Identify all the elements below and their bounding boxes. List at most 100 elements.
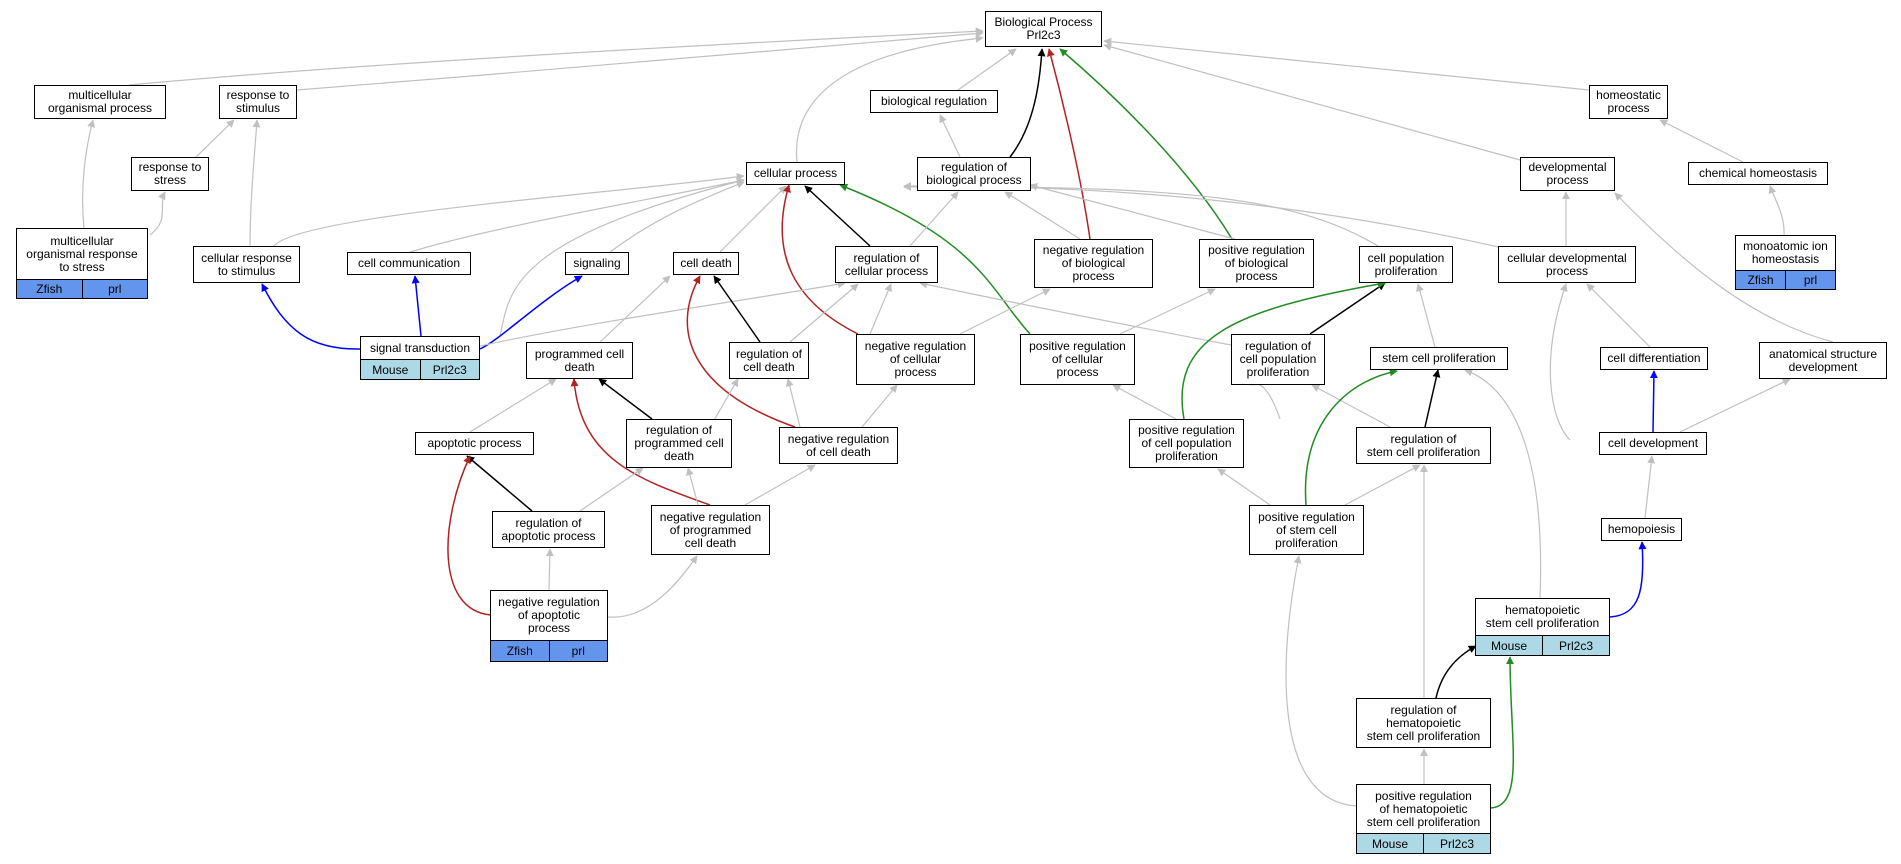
node-regulation-of-stem-cell-proliferation[interactable]: regulation of stem cell proliferation xyxy=(1356,427,1491,464)
edge-39 xyxy=(959,288,1051,335)
edge-32 xyxy=(479,275,583,350)
edge-52 xyxy=(570,378,711,506)
node-negative-regulation-of-cell-death[interactable]: negative regulation of cell death xyxy=(779,427,898,464)
node-cellular-developmental-process[interactable]: cellular developmental process xyxy=(1498,246,1636,283)
node-homeostatic-process[interactable]: homeostatic process xyxy=(1589,85,1668,119)
node-cellular-process[interactable]: cellular process xyxy=(746,162,845,185)
node-signal-transduction[interactable]: signal transduction xyxy=(360,336,480,359)
edge-4 xyxy=(195,119,235,158)
edge-47 xyxy=(1549,283,1571,441)
edge-38 xyxy=(869,283,892,335)
gene-tag: Prl2c3 xyxy=(1542,636,1609,655)
edge-58 xyxy=(1311,384,1391,428)
edge-54 xyxy=(785,378,801,428)
annotation-row-mih: Zfish prl xyxy=(1735,270,1836,290)
species-tag: Zfish xyxy=(506,644,533,658)
node-cell-communication[interactable]: cell communication xyxy=(347,252,471,275)
edge-15 xyxy=(1059,48,1233,240)
node-chemical-homeostasis[interactable]: chemical homeostasis xyxy=(1688,162,1828,185)
node-positive-regulation-of-cell-population-proliferation[interactable]: positive regulation of cell population p… xyxy=(1129,419,1244,468)
node-regulation-of-programmed-cell-death[interactable]: regulation of programmed cell death xyxy=(626,419,732,468)
node-negative-regulation-of-programmed-cell-death[interactable]: negative regulation of programmed cell d… xyxy=(651,505,770,555)
node-developmental-process[interactable]: developmental process xyxy=(1520,157,1615,191)
edge-14 xyxy=(1047,48,1091,240)
edge-35 xyxy=(713,275,761,343)
node-monoatomic-ion-homeostasis[interactable]: monoatomic ion homeostasis xyxy=(1735,235,1836,270)
edge-70 xyxy=(545,548,554,591)
node-regulation-of-cell-population-proliferation[interactable]: regulation of cell population proliferat… xyxy=(1231,334,1325,385)
edge-40 xyxy=(1119,288,1216,335)
node-response-to-stress[interactable]: response to stress xyxy=(131,157,209,191)
edge-41 xyxy=(919,280,1232,346)
node-negative-regulation-of-cellular-process[interactable]: negative regulation of cellular process xyxy=(856,334,975,385)
edge-12 xyxy=(1768,185,1785,236)
edge-64 xyxy=(686,467,699,506)
node-multicellular-organismal-process[interactable]: multicellular organismal process xyxy=(34,85,166,119)
edge-49 xyxy=(1614,192,1834,343)
node-negative-regulation-of-apoptotic-process[interactable]: negative regulation of apoptotic process xyxy=(490,590,608,640)
edge-37 xyxy=(789,283,859,343)
node-anatomical-structure-development[interactable]: anatomical structure development xyxy=(1759,342,1887,379)
annotation-row-st: Mouse Prl2c3 xyxy=(360,359,480,380)
node-signaling[interactable]: signaling xyxy=(565,252,629,275)
edge-22 xyxy=(781,184,859,335)
edge-7 xyxy=(249,119,261,247)
node-positive-regulation-of-stem-cell-proliferation[interactable]: positive regulation of stem cell prolife… xyxy=(1249,505,1364,555)
edge-2 xyxy=(957,48,1017,91)
edge-72 xyxy=(1609,541,1647,618)
edge-23 xyxy=(839,183,1031,335)
gene-tag: prl xyxy=(548,641,608,661)
node-apoptotic-process[interactable]: apoptotic process xyxy=(415,432,534,455)
edge-55 xyxy=(861,384,898,428)
node-stem-cell-proliferation[interactable]: stem cell proliferation xyxy=(1370,347,1508,370)
node-regulation-of-apoptotic-process[interactable]: regulation of apoptotic process xyxy=(492,511,605,548)
annotation-row-nrap: Zfish prl xyxy=(490,640,608,662)
node-positive-regulation-of-biological-process[interactable]: positive regulation of biological proces… xyxy=(1199,239,1314,288)
node-programmed-cell-death[interactable]: programmed cell death xyxy=(526,342,633,379)
edge-11 xyxy=(1659,119,1744,163)
node-regulation-of-cellular-process[interactable]: regulation of cellular process xyxy=(835,246,938,283)
node-cell-death[interactable]: cell death xyxy=(673,252,739,275)
species-tag: Mouse xyxy=(372,362,409,377)
node-hematopoietic-stem-cell-proliferation[interactable]: hematopoietic stem cell proliferation xyxy=(1475,598,1610,635)
node-regulation-of-biological-process[interactable]: regulation of biological process xyxy=(917,157,1031,191)
edge-69 xyxy=(1644,455,1656,519)
node-positive-regulation-of-cellular-process[interactable]: positive regulation of cellular process xyxy=(1020,334,1135,385)
edge-63 xyxy=(579,467,644,512)
edge-60 xyxy=(1464,368,1542,599)
node-cell-development[interactable]: cell development xyxy=(1599,432,1707,455)
node-biological-process[interactable]: Biological Process Prl2c3 xyxy=(985,11,1102,47)
edge-10 xyxy=(1103,43,1521,161)
edge-3 xyxy=(1103,37,1590,91)
node-regulation-of-cell-death[interactable]: regulation of cell death xyxy=(729,342,809,379)
edge-76 xyxy=(1490,656,1515,809)
edge-71 xyxy=(607,555,698,618)
node-negative-regulation-of-biological-process[interactable]: negative regulation of biological proces… xyxy=(1034,239,1153,288)
node-response-to-stimulus[interactable]: response to stimulus xyxy=(219,85,297,119)
node-biological-regulation[interactable]: biological regulation xyxy=(870,90,998,113)
edge-74 xyxy=(1435,645,1477,699)
edge-21 xyxy=(804,185,871,247)
annotation-row-hscp: Mouse Prl2c3 xyxy=(1475,635,1610,656)
node-hemopoiesis[interactable]: hemopoiesis xyxy=(1601,518,1682,541)
edge-20 xyxy=(719,185,787,253)
edge-36 xyxy=(686,275,796,428)
edge-34 xyxy=(599,275,671,343)
edge-31 xyxy=(411,275,422,337)
edge-19 xyxy=(609,181,745,253)
edge-33 xyxy=(479,280,846,347)
node-regulation-of-hematopoietic-stem-cell-proliferation[interactable]: regulation of hematopoietic stem cell pr… xyxy=(1356,698,1491,748)
node-positive-regulation-of-hematopoietic-stem-cell-proliferation[interactable]: positive regulation of hematopoietic ste… xyxy=(1356,784,1491,833)
node-cellular-response-to-stimulus[interactable]: cellular response to stimulus xyxy=(193,246,300,283)
edge-43 xyxy=(1181,280,1386,420)
node-cell-population-proliferation[interactable]: cell population proliferation xyxy=(1359,246,1453,283)
edge-1 xyxy=(296,29,984,91)
annotation-row-morts: Zfish prl xyxy=(16,279,148,299)
node-multicellular-organismal-response-to-stress[interactable]: multicellular organismal response to str… xyxy=(16,228,148,279)
species-tag: Mouse xyxy=(1371,836,1409,851)
edge-27 xyxy=(903,182,1379,247)
edge-59 xyxy=(1424,369,1441,428)
edge-61 xyxy=(466,455,533,512)
node-cell-differentiation[interactable]: cell differentiation xyxy=(1600,347,1708,370)
gene-tag: Prl2c3 xyxy=(419,360,480,379)
